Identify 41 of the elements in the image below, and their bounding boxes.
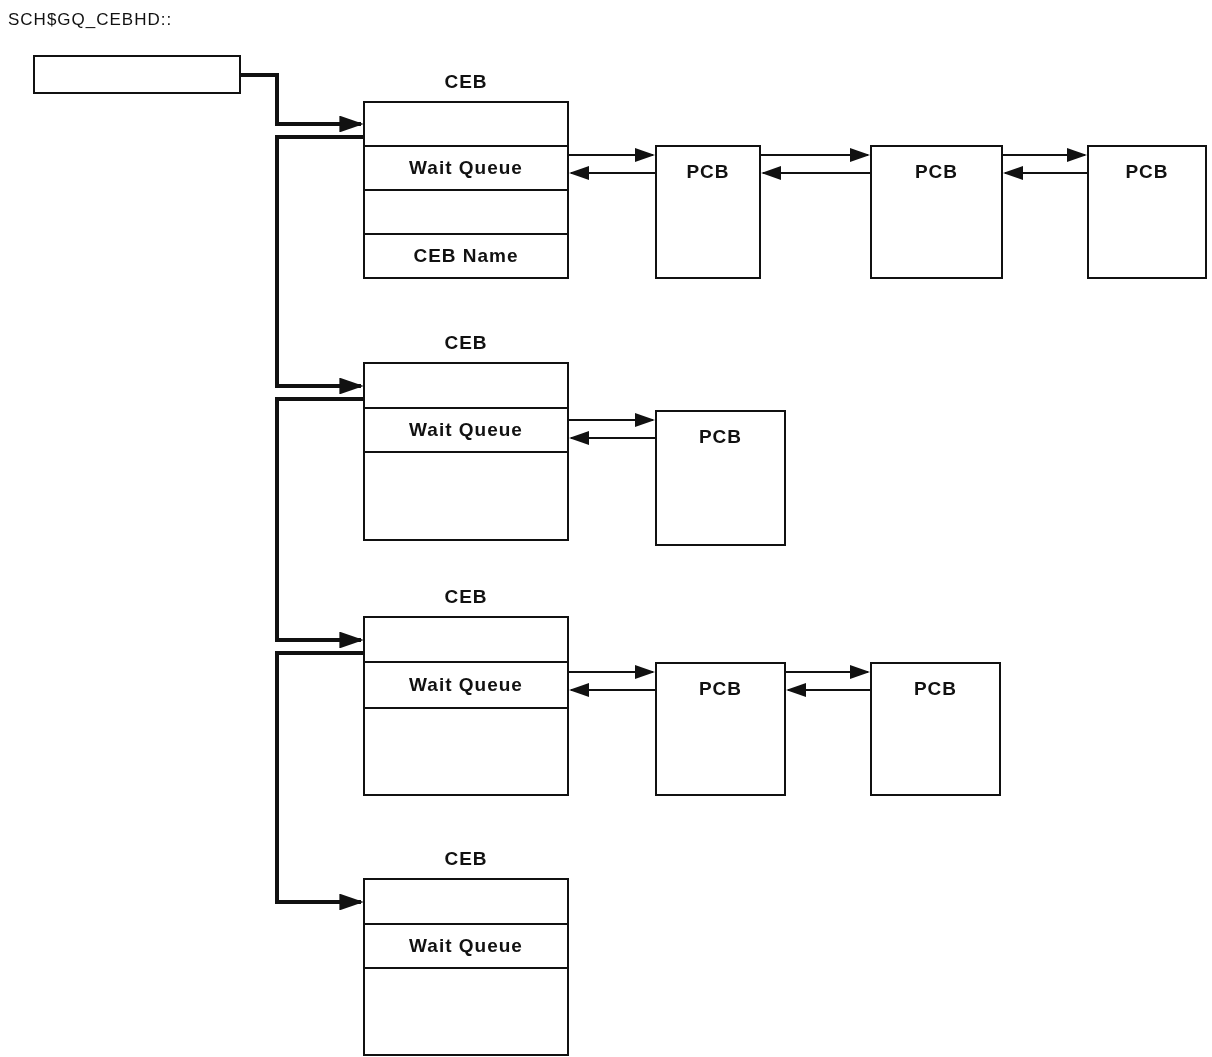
arrow xyxy=(275,397,363,649)
arrow xyxy=(1003,166,1088,180)
block-heading: CEB xyxy=(443,848,489,870)
arrow xyxy=(785,665,870,679)
field-label: Wait Queue xyxy=(409,419,523,441)
block-heading: CEB xyxy=(443,71,489,93)
empty-field xyxy=(363,189,569,235)
field-label: Wait Queue xyxy=(409,674,523,696)
empty-field xyxy=(363,878,569,925)
block-label: PCB xyxy=(913,678,958,700)
block-heading: CEB xyxy=(443,332,489,354)
arrow xyxy=(761,166,871,180)
arrow xyxy=(275,135,363,395)
arrow xyxy=(1002,148,1087,162)
arrow xyxy=(568,148,655,162)
pointer-box xyxy=(33,55,241,94)
block-label: PCB xyxy=(686,161,730,183)
field-label: Wait Queue xyxy=(409,157,523,179)
block-label: PCB xyxy=(914,161,959,183)
empty-field xyxy=(363,616,569,663)
field-label: Wait Queue xyxy=(409,935,523,957)
arrow xyxy=(568,665,655,679)
block-label: PCB xyxy=(1125,161,1169,183)
arrow xyxy=(241,73,363,133)
block-heading: CEB xyxy=(443,586,489,608)
arrow xyxy=(569,683,656,697)
empty-field xyxy=(363,101,569,147)
arrow xyxy=(760,148,870,162)
empty-field xyxy=(363,362,569,409)
block-label: PCB xyxy=(698,678,743,700)
arrow xyxy=(275,651,363,911)
arrow xyxy=(569,166,656,180)
field-label: CEB Name xyxy=(413,245,519,267)
block-label: PCB xyxy=(698,426,743,448)
symbol-label: SCH$GQ_CEBHD:: xyxy=(8,10,173,30)
arrow xyxy=(568,413,655,427)
arrow xyxy=(786,683,871,697)
arrow xyxy=(569,431,656,445)
empty-field xyxy=(363,967,569,1056)
empty-field xyxy=(363,451,569,541)
empty-field xyxy=(363,707,569,796)
